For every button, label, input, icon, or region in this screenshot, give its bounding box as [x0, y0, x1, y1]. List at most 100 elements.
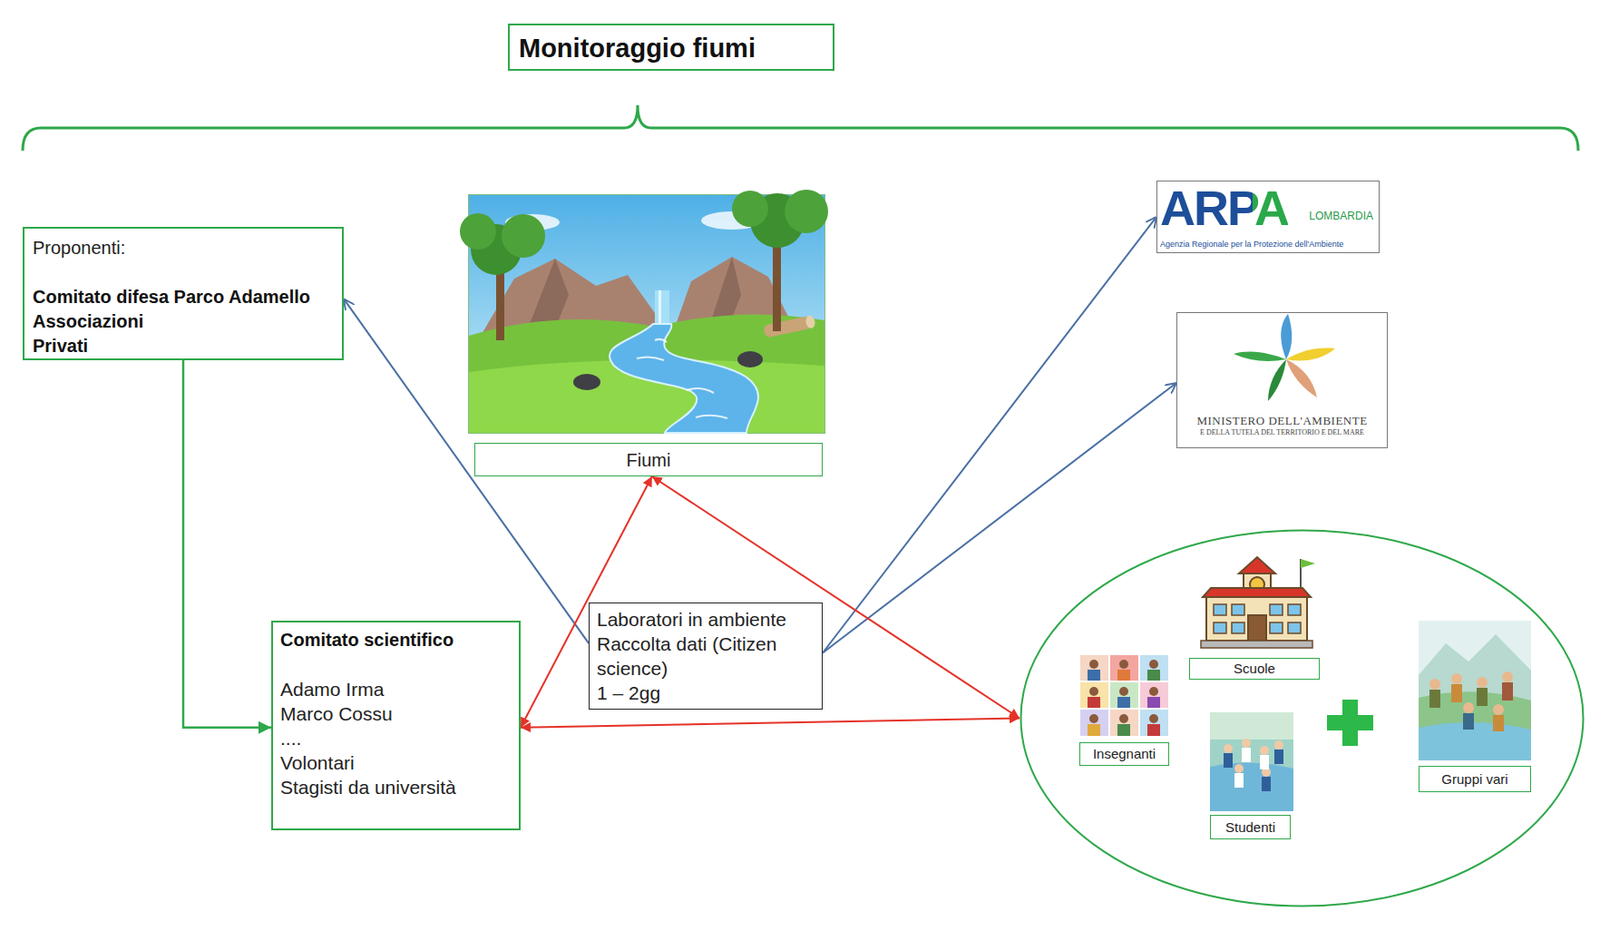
- teachers-icon: [1147, 696, 1161, 708]
- river-illustration: [609, 323, 759, 433]
- school-icon: [1213, 622, 1227, 634]
- teachers-icon: [1110, 709, 1139, 736]
- teachers-icon: [1087, 696, 1101, 708]
- teachers-icon: [1119, 686, 1129, 696]
- teachers-icon: [1140, 682, 1169, 708]
- students-icon: [1209, 761, 1294, 811]
- groups-icon: [1463, 702, 1474, 713]
- groups-icon: [1429, 671, 1513, 715]
- groups-icon: [1492, 703, 1504, 715]
- students-icon: [1274, 740, 1284, 750]
- brace: [22, 105, 1579, 151]
- groups-icon: [1451, 673, 1463, 684]
- groups-icon: [1502, 671, 1513, 683]
- teachers-icon: [1117, 723, 1131, 736]
- school-icon: [1269, 604, 1283, 615]
- arpa-logo: ARPA LOMBARDIA Agenzia Regionale per la Pr…: [1156, 180, 1380, 254]
- teachers-icon: [1079, 653, 1170, 737]
- students-icon: [1223, 743, 1233, 753]
- students-icon: [1259, 754, 1269, 770]
- students-icon: [1223, 738, 1284, 777]
- teachers-icon: [1087, 723, 1101, 736]
- school-icon: [1206, 596, 1308, 641]
- node-text: 1 – 2gg: [596, 680, 815, 705]
- node-text: Agenzia Regionale per la Protezione dell…: [1160, 239, 1344, 250]
- plus-symbol: [1325, 697, 1376, 748]
- title-text: Monitoraggio fiumi: [518, 33, 756, 63]
- proposers-box: Proponenti:Comitato difesa Parco Adamell…: [22, 226, 344, 361]
- groups-icon: [1476, 687, 1488, 706]
- groups-label: Gruppi vari: [1418, 765, 1532, 792]
- teachers-icon: [1147, 723, 1161, 736]
- groups-icon: [1418, 620, 1532, 761]
- groups-icon: [1492, 714, 1504, 732]
- students-icon: [1234, 763, 1244, 773]
- teachers-icon: [1117, 696, 1131, 708]
- node-text: LOMBARDIA: [1308, 209, 1374, 223]
- river-illustration: [654, 290, 670, 325]
- node-heading: Insegnanti: [1092, 745, 1156, 762]
- teachers-icon: [1080, 654, 1169, 736]
- groups-icon: [1429, 689, 1441, 708]
- groups-icon: [1418, 620, 1532, 761]
- node-text: Raccolta dati (Citizen science): [596, 631, 815, 681]
- teachers-icon: [1119, 713, 1129, 723]
- school-icon: [1231, 622, 1245, 634]
- school-icon: [1248, 614, 1267, 641]
- students-icon: [1241, 747, 1251, 762]
- node-heading: Gruppi vari: [1441, 770, 1508, 788]
- node-heading: ARPA: [1160, 181, 1288, 235]
- river-illustration: [737, 351, 763, 368]
- school-icon: [1269, 622, 1283, 634]
- river-illustration: [762, 315, 812, 339]
- activities-box: Laboratori in ambienteRaccolta dati (Cit…: [588, 602, 823, 710]
- plus-symbol: [1326, 714, 1374, 731]
- teachers-icon: [1080, 709, 1109, 736]
- river-illustration: [459, 213, 497, 250]
- students-icon: [1234, 772, 1244, 788]
- node-text: Stagisti da università: [280, 774, 512, 800]
- node-text: Comitato difesa Parco Adamello: [32, 284, 334, 310]
- node-text: Marco Cossu: [280, 701, 512, 726]
- school-icon: [1287, 622, 1301, 634]
- node-text: Privati: [32, 333, 334, 359]
- groups-icon: [1476, 676, 1488, 688]
- river-illustration: [468, 194, 826, 434]
- students-icon: [1209, 712, 1294, 740]
- teachers-icon: [1080, 682, 1109, 708]
- ministero-star-logo: [1215, 313, 1352, 405]
- students-icon: [1241, 738, 1251, 748]
- node-heading: Fiumi: [626, 448, 672, 471]
- node-text: ....: [280, 725, 512, 751]
- teachers-label: Insegnanti: [1079, 741, 1170, 766]
- groups-icon: [1429, 682, 1513, 732]
- river-illustration: [658, 290, 662, 325]
- teachers-icon: [1089, 713, 1099, 723]
- teachers-icon: [1087, 669, 1101, 681]
- students-icon: [1223, 752, 1233, 768]
- node-heading: Laboratori in ambiente: [596, 606, 815, 632]
- node-heading: Scuole: [1233, 660, 1276, 677]
- groups-icon: [1502, 682, 1513, 701]
- river-illustration: [573, 373, 601, 391]
- teachers-icon: [1117, 669, 1131, 681]
- node-text: Associazioni: [32, 309, 334, 334]
- node-text: E DELLA TUTELA DEL TERRITORIO E DEL MARE: [1177, 428, 1387, 438]
- school-icon: [1202, 587, 1311, 597]
- school-icon: [1287, 604, 1301, 615]
- groups-icon: [1429, 678, 1441, 690]
- teachers-icon: [1149, 686, 1159, 696]
- node-text: Adamo Irma: [280, 676, 512, 702]
- connector-arrow: [183, 360, 272, 728]
- school-icon: [1200, 640, 1313, 648]
- teachers-icon: [1087, 669, 1161, 736]
- teachers-icon: [1089, 686, 1099, 696]
- groups-icon: [1418, 634, 1532, 761]
- teachers-icon: [1110, 654, 1139, 681]
- teachers-icon: [1149, 713, 1159, 723]
- teachers-icon: [1089, 659, 1159, 723]
- teachers-icon: [1110, 682, 1139, 708]
- students-icon: [1259, 745, 1269, 755]
- students-label: Studenti: [1209, 814, 1291, 840]
